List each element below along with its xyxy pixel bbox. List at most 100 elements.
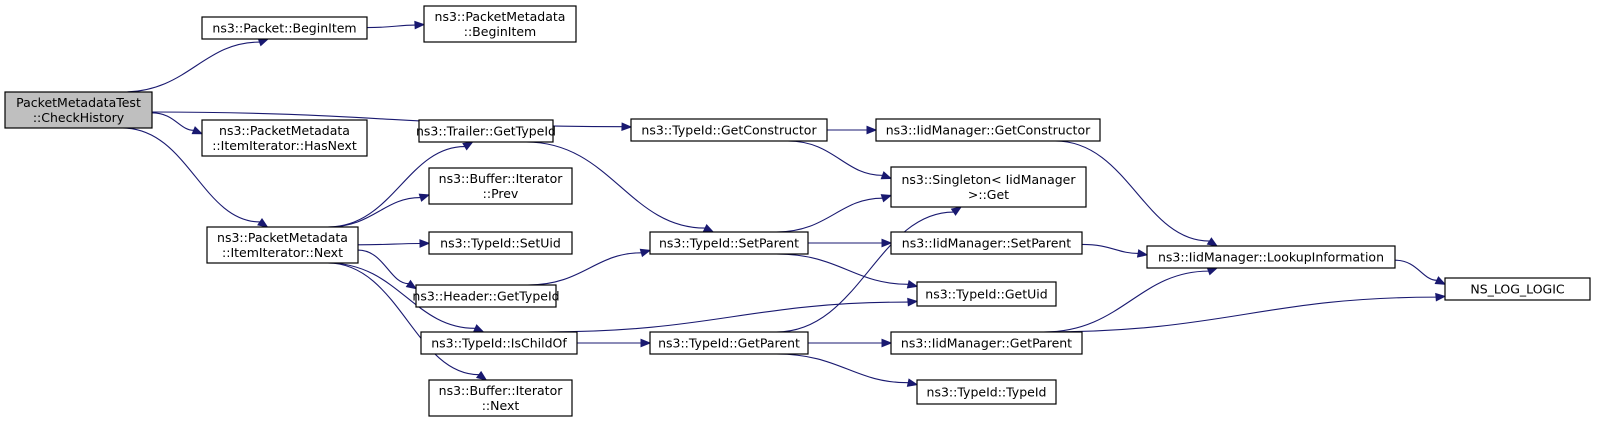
node-tid_getuid[interactable]: ns3::TypeId::GetUid <box>916 281 1057 307</box>
edge-line <box>1043 270 1209 333</box>
edge-line <box>526 141 706 229</box>
node-box <box>1146 245 1396 269</box>
node-singleton_get[interactable]: ns3::Singleton< IidManager>::Get <box>890 166 1087 208</box>
edge-arrowhead <box>950 206 963 216</box>
node-iid_getctor[interactable]: ns3::IidManager::GetConstructor <box>875 118 1101 142</box>
edge-line <box>366 24 416 29</box>
edge-line <box>151 112 194 131</box>
node-label: ns3::TypeId::SetUid <box>440 236 561 251</box>
node-label: ::BeginItem <box>464 24 536 39</box>
node-label: ns3::TypeId::GetParent <box>658 336 800 351</box>
edge-tid_getparent-to-singleton_get <box>776 206 963 333</box>
edge-arrowhead <box>639 248 652 258</box>
node-box <box>649 231 809 255</box>
node-box <box>890 166 1087 208</box>
node-box <box>916 379 1057 405</box>
node-tid_typeid[interactable]: ns3::TypeId::TypeId <box>916 379 1057 405</box>
node-box <box>428 379 573 417</box>
node-box <box>415 284 557 308</box>
edge-arrowhead <box>1206 237 1219 247</box>
edge-tid_getparent-to-iid_getparent <box>808 338 893 348</box>
edge-line <box>327 262 479 376</box>
edge-it_next-to-trailer_gt <box>327 141 474 228</box>
edge-line <box>1043 296 1437 333</box>
node-pkt_begin[interactable]: ns3::Packet::BeginItem <box>201 16 368 40</box>
node-header_gt[interactable]: ns3::Header::GetTypeId <box>412 284 560 308</box>
edge-tid_setparent-to-singleton_get <box>776 194 893 233</box>
node-tid_setparent[interactable]: ns3::TypeId::SetParent <box>649 231 809 255</box>
edge-arrowhead <box>475 370 488 381</box>
edge-arrowhead <box>881 338 893 348</box>
edge-it_next-to-header_gt <box>357 249 418 290</box>
edge-line <box>527 252 642 286</box>
edge-pkt_begin-to-pm_begin <box>366 20 426 30</box>
node-box <box>201 119 368 157</box>
node-label: ns3::TypeId::GetConstructor <box>641 123 817 138</box>
node-box <box>875 118 1101 142</box>
edge-line <box>1394 259 1437 281</box>
node-it_next[interactable]: ns3::PacketMetadata::ItemIterator::Next <box>206 226 359 264</box>
edge-arrowhead <box>191 126 204 135</box>
edge-arrowhead <box>462 141 474 151</box>
node-label: ns3::TypeId::IsChildOf <box>431 336 567 351</box>
edge-line <box>122 127 260 223</box>
edge-tid_setparent-to-tid_getuid <box>776 253 919 289</box>
edge-arrowhead <box>640 338 652 348</box>
node-label: ::CheckHistory <box>33 110 125 125</box>
node-box <box>420 331 578 355</box>
node-box <box>1444 277 1591 301</box>
node-label: ns3::PacketMetadata <box>217 230 348 245</box>
node-box <box>630 118 828 142</box>
node-label: ns3::Packet::BeginItem <box>212 21 356 36</box>
node-box <box>206 226 359 264</box>
edge-arrowhead <box>472 324 485 333</box>
node-buf_prev[interactable]: ns3::Buffer::Iterator::Prev <box>428 167 573 205</box>
node-label: ns3::Singleton< IidManager <box>901 172 1076 187</box>
edge-iid_getparent-to-ns_log <box>1043 292 1447 333</box>
edge-line <box>776 353 909 384</box>
node-box <box>649 331 809 355</box>
edge-line <box>327 146 465 228</box>
node-label: ns3::IidManager::LookupInformation <box>1158 250 1384 265</box>
edge-line <box>327 262 476 329</box>
node-iid_setparent[interactable]: ns3::IidManager::SetParent <box>890 231 1083 255</box>
node-label: ns3::PacketMetadata <box>219 123 350 138</box>
edge-line <box>776 211 954 333</box>
node-it_hasnext[interactable]: ns3::PacketMetadata::ItemIterator::HasNe… <box>201 119 368 157</box>
edge-it_next-to-buf_prev <box>327 193 431 228</box>
node-iid_lookup[interactable]: ns3::IidManager::LookupInformation <box>1146 245 1396 269</box>
node-box <box>4 91 153 129</box>
node-tid_ischild[interactable]: ns3::TypeId::IsChildOf <box>420 331 578 355</box>
node-box <box>418 119 554 143</box>
node-tid_getctor[interactable]: ns3::TypeId::GetConstructor <box>630 118 828 142</box>
edge-arrowhead <box>419 239 431 248</box>
node-tid_setuid[interactable]: ns3::TypeId::SetUid <box>428 231 573 255</box>
node-trailer_gt[interactable]: ns3::Trailer::GetTypeId <box>416 119 556 143</box>
node-root[interactable]: PacketMetadataTest::CheckHistory <box>4 91 153 129</box>
edges-layer <box>122 20 1447 387</box>
node-pm_begin[interactable]: ns3::PacketMetadata::BeginItem <box>423 5 577 43</box>
edge-tid_setparent-to-iid_setparent <box>808 238 893 248</box>
node-ns_log[interactable]: NS_LOG_LOGIC <box>1444 277 1591 301</box>
node-label: ns3::Header::GetTypeId <box>412 289 559 304</box>
node-label: ns3::TypeId::GetUid <box>925 287 1047 302</box>
edge-line <box>122 41 260 93</box>
node-box <box>423 5 577 43</box>
edge-arrowhead <box>881 238 893 248</box>
node-label: ::Next <box>482 398 520 413</box>
node-label: ns3::IidManager::SetParent <box>902 236 1072 251</box>
nodes-layer: PacketMetadataTest::CheckHistoryns3::Pac… <box>4 5 1591 417</box>
edge-tid_ischild-to-tid_getparent <box>577 338 652 348</box>
edge-tid_getparent-to-tid_typeid <box>776 353 919 387</box>
edge-iid_lookup-to-ns_log <box>1394 259 1447 285</box>
node-iid_getparent[interactable]: ns3::IidManager::GetParent <box>890 331 1083 355</box>
edge-tid_getctor-to-iid_getctor <box>827 125 878 135</box>
node-label: ::ItemIterator::HasNext <box>212 138 357 153</box>
edge-line <box>327 197 421 228</box>
node-buf_next[interactable]: ns3::Buffer::Iterator::Next <box>428 379 573 417</box>
node-label: ns3::Buffer::Iterator <box>439 171 564 186</box>
node-tid_getparent[interactable]: ns3::TypeId::GetParent <box>649 331 809 355</box>
edge-it_next-to-tid_setuid <box>357 239 431 248</box>
node-label: ::Prev <box>483 186 519 201</box>
node-label: >::Get <box>968 187 1009 202</box>
